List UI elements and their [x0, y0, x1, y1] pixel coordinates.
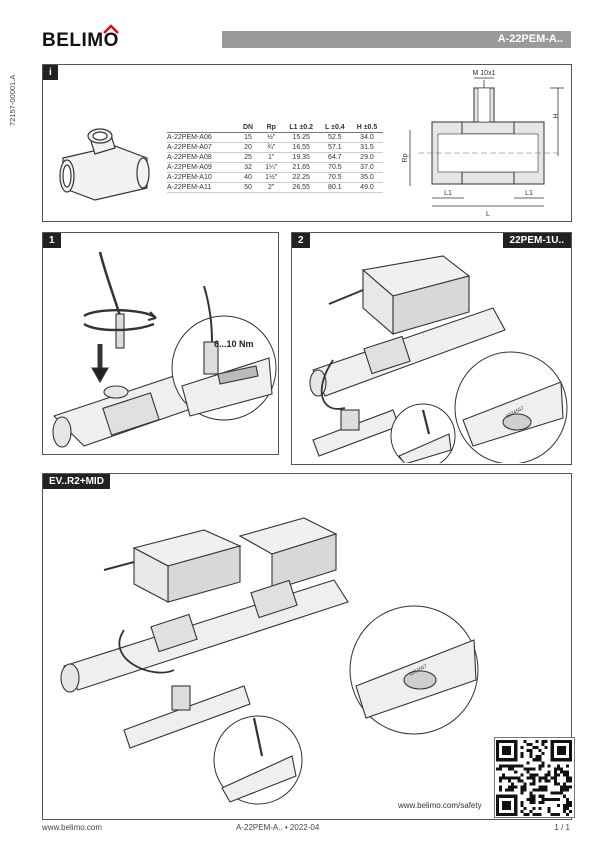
footer-document: A-22PEM-A.. • 2022-04: [236, 823, 320, 832]
table-header: Rp: [259, 123, 284, 133]
cross-section-drawing: M 10x1 H Rp L1 L1 L: [402, 70, 564, 218]
table-cell: 70.5: [319, 172, 351, 183]
table-cell: 35.0: [350, 172, 384, 183]
table-cell: 57.1: [319, 142, 351, 153]
table-cell: 29.0: [350, 152, 384, 163]
step-1-tag: 1: [43, 233, 61, 248]
table-cell: 15: [237, 132, 260, 143]
dimension-table: DN Rp L1 ±0.2 L ±0.4 H ±0.5 A-22PEM-A06 …: [167, 123, 384, 193]
page-title: A-22PEM-A..: [497, 33, 563, 45]
footer-website[interactable]: www.belimo.com: [42, 823, 103, 832]
belimo-logo: BELIMO: [42, 24, 132, 54]
table-cell: 32: [237, 162, 260, 173]
tee-fitting-illustration: [59, 128, 150, 201]
table-cell: 15.25: [283, 132, 320, 143]
flow-sensor-assembly-illustration: 1234567: [309, 255, 568, 463]
table-cell: 21.65: [283, 162, 320, 173]
step-2-tag: 2: [292, 233, 310, 248]
table-row: A-22PEM-A10 40 1½" 22.25 70.5 35.0: [167, 172, 384, 183]
table-cell: 31.5: [350, 142, 384, 153]
table-header: DN: [237, 123, 260, 133]
valve-actuator-assembly-illustration: 1234567: [60, 517, 479, 805]
table-cell: 25: [237, 152, 260, 163]
l1-left-label: L1: [444, 190, 452, 197]
qr-code-icon[interactable]: [496, 740, 572, 816]
table-cell: 64.7: [319, 152, 351, 163]
info-tag: i: [43, 65, 58, 80]
table-row: A-22PEM-A06 15 ½" 15.25 52.5 34.0: [167, 132, 384, 143]
height-label: H: [553, 113, 560, 118]
step-3-tag: EV..R2+MID: [43, 474, 110, 489]
table-header-row: DN Rp L1 ±0.2 L ±0.4 H ±0.5: [167, 123, 384, 133]
table-row: A-22PEM-A07 20 ¾" 16.55 57.1 31.5: [167, 142, 384, 153]
table-cell: 22.25: [283, 172, 320, 183]
table-cell: 20: [237, 142, 260, 153]
length-label: L: [486, 211, 490, 218]
sensor-mounting-illustration: 6...10 Nm: [52, 251, 277, 448]
table-header: H ±0.5: [350, 123, 384, 133]
safety-link[interactable]: www.belimo.com/safety: [398, 801, 482, 810]
table-row: A-22PEM-A08 25 1" 19.35 64.7 29.0: [167, 152, 384, 163]
table-cell: 49.0: [350, 182, 384, 193]
document-id: 72157-00001.A: [8, 74, 17, 126]
table-cell: 37.0: [350, 162, 384, 173]
table-cell: A-22PEM-A07: [167, 142, 237, 153]
thread-label: M 10x1: [473, 70, 496, 77]
table-cell: A-22PEM-A08: [167, 152, 237, 163]
table-cell: A-22PEM-A06: [167, 132, 237, 143]
title-bar: A-22PEM-A..: [222, 31, 571, 48]
table-header: L1 ±0.2: [283, 123, 320, 133]
table-cell: 52.5: [319, 132, 351, 143]
torque-label: 6...10 Nm: [214, 339, 254, 349]
table-row: A-22PEM-A11 50 2" 26.55 80.1 49.0: [167, 182, 384, 193]
table-cell: 80.1: [319, 182, 351, 193]
model-tag: 22PEM-1U..: [502, 233, 571, 248]
table-cell: 1": [259, 152, 284, 163]
rp-label: Rp: [402, 153, 409, 162]
table-cell: 50: [237, 182, 260, 193]
table-cell: 40: [237, 172, 260, 183]
table-cell: 2": [259, 182, 284, 193]
brand-mark-icon: [103, 24, 119, 34]
table-cell: 1¼": [259, 162, 284, 173]
table-row: A-22PEM-A09 32 1¼" 21.65 70.5 37.0: [167, 162, 384, 173]
brand-name: BELIMO: [42, 30, 119, 51]
table-cell: 34.0: [350, 132, 384, 143]
table-cell: A-22PEM-A10: [167, 172, 237, 183]
table-cell: 1½": [259, 172, 284, 183]
table-cell: A-22PEM-A11: [167, 182, 237, 193]
table-cell: 26.55: [283, 182, 320, 193]
table-cell: 19.35: [283, 152, 320, 163]
table-cell: ¾": [259, 142, 284, 153]
table-header: [167, 123, 237, 133]
table-cell: ½": [259, 132, 284, 143]
table-cell: 70.5: [319, 162, 351, 173]
l1-right-label: L1: [525, 190, 533, 197]
table-cell: 16.55: [283, 142, 320, 153]
table-cell: A-22PEM-A09: [167, 162, 237, 173]
table-header: L ±0.4: [319, 123, 351, 133]
footer-page-number: 1 / 1: [554, 823, 570, 832]
